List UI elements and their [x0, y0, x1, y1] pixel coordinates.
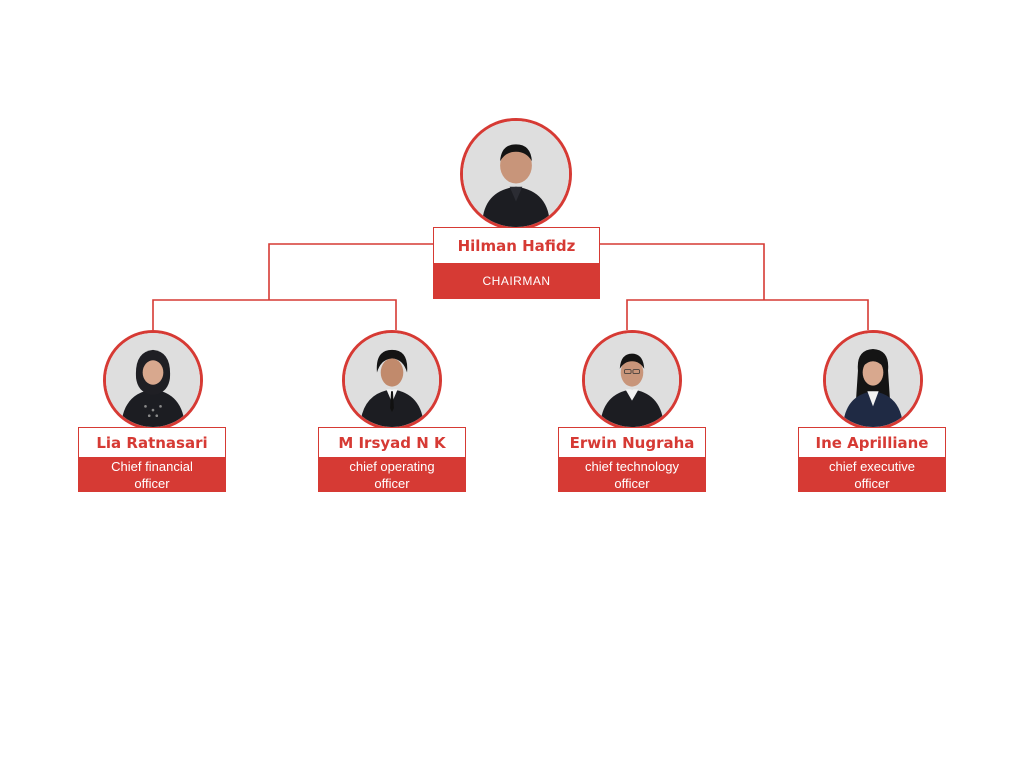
member-3-photo: [582, 330, 682, 430]
member-4-name-box: Ine Aprilliane: [798, 427, 946, 458]
member-4-role: chief executive officer: [829, 459, 915, 491]
root-role: CHAIRMAN: [482, 274, 551, 288]
root-name-box: Hilman Hafidz: [433, 227, 600, 264]
portrait-icon: [345, 333, 439, 427]
member-2-role-box: chief operating officer: [318, 458, 466, 492]
member-3-name-box: Erwin Nugraha: [558, 427, 706, 458]
connector-root-left: [268, 243, 433, 300]
member-2-photo: [342, 330, 442, 430]
member-2-name: M Irsyad N K: [338, 433, 446, 452]
connector-right-branch: [626, 299, 869, 330]
member-1-photo: [103, 330, 203, 430]
portrait-icon: [106, 333, 200, 427]
member-1-role: Chief financial officer: [111, 459, 193, 491]
member-3-name: Erwin Nugraha: [569, 433, 695, 452]
member-2-role: chief operating officer: [349, 459, 435, 491]
root-role-box: CHAIRMAN: [433, 264, 600, 299]
portrait-icon: [463, 121, 569, 227]
connector-root-right: [600, 243, 765, 300]
member-3-role-box: chief technology officer: [558, 458, 706, 492]
portrait-icon: [826, 333, 920, 427]
member-4-role-box: chief executive officer: [798, 458, 946, 492]
member-2-name-box: M Irsyad N K: [318, 427, 466, 458]
root-name: Hilman Hafidz: [457, 236, 576, 255]
member-4-name: Ine Aprilliane: [815, 433, 929, 452]
connector-left-branch: [152, 299, 397, 330]
member-4-photo: [823, 330, 923, 430]
root-photo: [460, 118, 572, 230]
portrait-icon: [585, 333, 679, 427]
member-1-name-box: Lia Ratnasari: [78, 427, 226, 458]
member-1-name: Lia Ratnasari: [96, 433, 208, 452]
member-1-role-box: Chief financial officer: [78, 458, 226, 492]
member-3-role: chief technology officer: [585, 459, 679, 491]
